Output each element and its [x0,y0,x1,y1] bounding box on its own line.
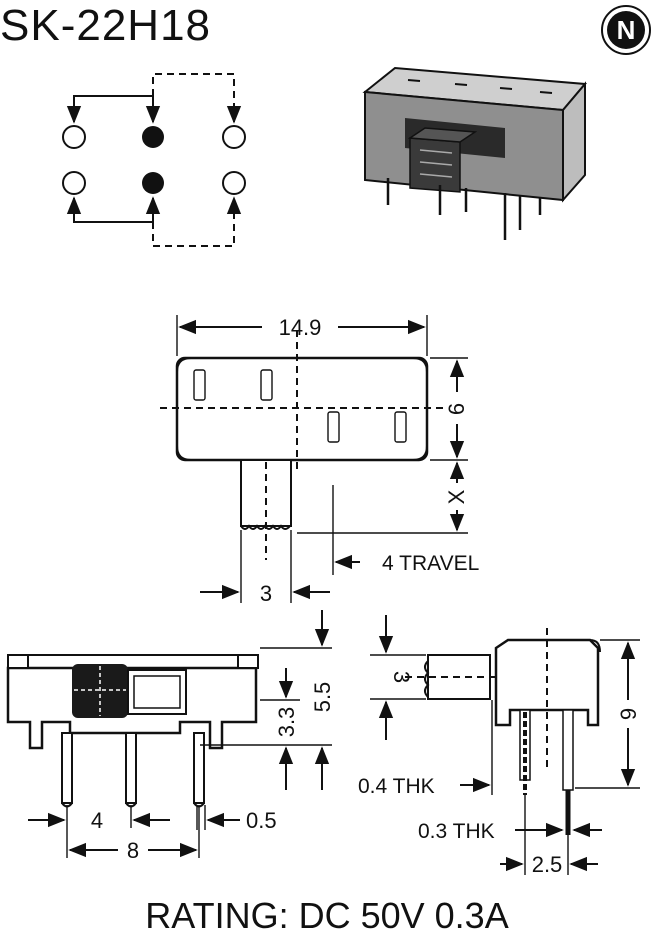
terminal-common [142,172,164,194]
circuit-schematic [62,73,246,247]
dim-pin-thickness-a: 0.4 THK [358,775,435,798]
terminal-open [222,171,246,195]
connection-top-dashed [152,73,242,124]
brand-logo: N [601,5,651,55]
terminal-open [62,125,86,149]
dim-side-lever: 3 [389,671,414,683]
terminal-open [62,171,86,195]
dim-pin-span: 8 [127,838,139,863]
dim-side-height: 9 [616,708,641,720]
dim-body-width: 6 [444,403,469,415]
logo-letter: N [617,15,636,45]
dim-lever-width: 3 [260,581,272,606]
connection-bottom-solid [66,196,161,223]
dim-body-height: 5.5 [310,682,335,713]
dim-pin-pitch: 4 [91,808,103,833]
top-view-drawing: 14.9 6 X 4 TRAVEL 3 [160,315,479,606]
front-view-drawing: 5.5 3.3 4 8 0.5 [6,610,335,863]
product-isometric-view [362,66,588,240]
part-number-title: SK-22H18 [0,1,211,50]
dim-pin-width: 0.5 [246,808,277,833]
dim-pin-thickness-b: 0.3 THK [418,820,495,843]
side-view-drawing: 3 9 0.4 THK 0.3 THK 2.5 [358,615,641,877]
terminal-open [222,125,246,149]
connection-top-solid [66,95,161,124]
dim-lever-height: 3.3 [274,707,299,738]
rating-text: RATING: DC 50V 0.3A [145,895,508,936]
terminal-common [142,126,164,148]
dim-side-pitch: 2.5 [532,852,563,877]
dim-travel: 4 TRAVEL [382,552,479,575]
dim-body-length: 14.9 [279,315,322,340]
dim-lever-offset: X [444,489,469,504]
connection-bottom-dashed [152,196,242,247]
